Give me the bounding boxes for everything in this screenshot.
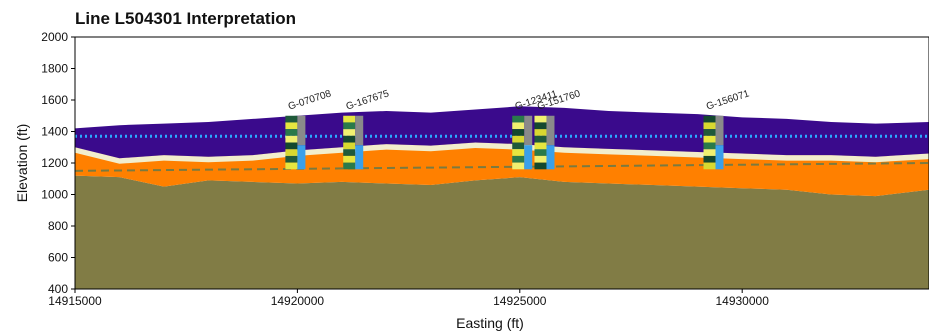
well-lith-segment (285, 122, 298, 130)
well-lith-segment (534, 122, 547, 130)
well-lith-segment (343, 162, 356, 170)
well-lith-segment (512, 129, 525, 136)
well-casing (546, 115, 555, 146)
well-screen (297, 145, 306, 170)
well-label: G-156071 (705, 88, 751, 112)
well-lith-segment (703, 142, 716, 150)
y-tick-label: 2000 (41, 30, 68, 44)
x-tick-label: 14920000 (271, 294, 325, 308)
well-lith-segment (703, 135, 716, 143)
well-lith-segment (285, 162, 298, 170)
well-lith-segment (512, 115, 525, 123)
well-lith-segment (343, 142, 356, 150)
x-tick-label: 14915000 (48, 294, 102, 308)
well-G-070708 (285, 115, 306, 170)
y-tick-label: 1400 (41, 125, 68, 139)
well-lith-segment (343, 129, 356, 136)
well-lith-segment (534, 129, 547, 136)
well-lith-segment (534, 155, 547, 163)
well-lith-segment (534, 142, 547, 150)
well-lith-segment (285, 149, 298, 156)
well-lith-segment (512, 162, 525, 170)
well-lith-segment (703, 122, 716, 130)
well-lith-segment (703, 155, 716, 163)
axes: 400 600 800 1000 1200 1400 1600 1800 2000 1491500… (41, 30, 929, 308)
x-axis-label: Easting (ft) (456, 315, 524, 331)
well-lith-segment (343, 135, 356, 143)
y-tick-label: 1000 (41, 188, 68, 202)
well-lith-segment (343, 122, 356, 130)
well-lith-segment (343, 149, 356, 156)
y-tick-label: 1800 (41, 62, 68, 76)
thin-layer (75, 142, 929, 164)
well-casing (297, 115, 306, 146)
bottom-layer (75, 175, 929, 289)
well-lith-segment (534, 115, 547, 123)
well-casing (715, 115, 724, 146)
well-lith-segment (703, 162, 716, 170)
y-axis-label: Elevation (ft) (14, 124, 30, 203)
well-casing (524, 115, 533, 146)
well-screen (524, 145, 533, 170)
well-lith-segment (512, 142, 525, 150)
well-screen (546, 145, 555, 170)
y-tick-label: 600 (48, 251, 68, 265)
well-lith-segment (512, 122, 525, 130)
well-lith-segment (703, 115, 716, 123)
well-lith-segment (703, 129, 716, 136)
well-G-123411 (512, 115, 533, 170)
chart-title: Line L504301 Interpretation (75, 9, 296, 28)
well-casing (355, 115, 364, 146)
well-G-167675 (343, 115, 364, 170)
well-lith-segment (285, 155, 298, 163)
y-tick-label: 1200 (41, 156, 68, 170)
well-G-151760 (534, 115, 555, 170)
y-tick-label: 800 (48, 219, 68, 233)
well-lith-segment (285, 129, 298, 136)
well-label: G-070708 (287, 88, 333, 112)
y-tick-label: 1600 (41, 93, 68, 107)
well-lith-segment (343, 115, 356, 123)
well-lith-segment (534, 135, 547, 143)
well-screen (355, 145, 364, 170)
well-lith-segment (534, 149, 547, 156)
well-lith-segment (512, 135, 525, 143)
x-tick-label: 14925000 (493, 294, 547, 308)
x-tick-label: 14930000 (715, 294, 769, 308)
well-lith-segment (285, 142, 298, 150)
well-lith-segment (343, 155, 356, 163)
well-screen (715, 145, 724, 170)
well-lith-segment (534, 162, 547, 170)
well-lith-segment (285, 115, 298, 123)
well-lith-segment (512, 149, 525, 156)
well-lith-segment (703, 149, 716, 156)
well-G-156071 (703, 115, 724, 170)
well-label: G-167675 (345, 88, 391, 112)
well-lith-segment (285, 135, 298, 143)
well-lith-segment (512, 155, 525, 163)
y-tick-label: 400 (48, 282, 68, 296)
